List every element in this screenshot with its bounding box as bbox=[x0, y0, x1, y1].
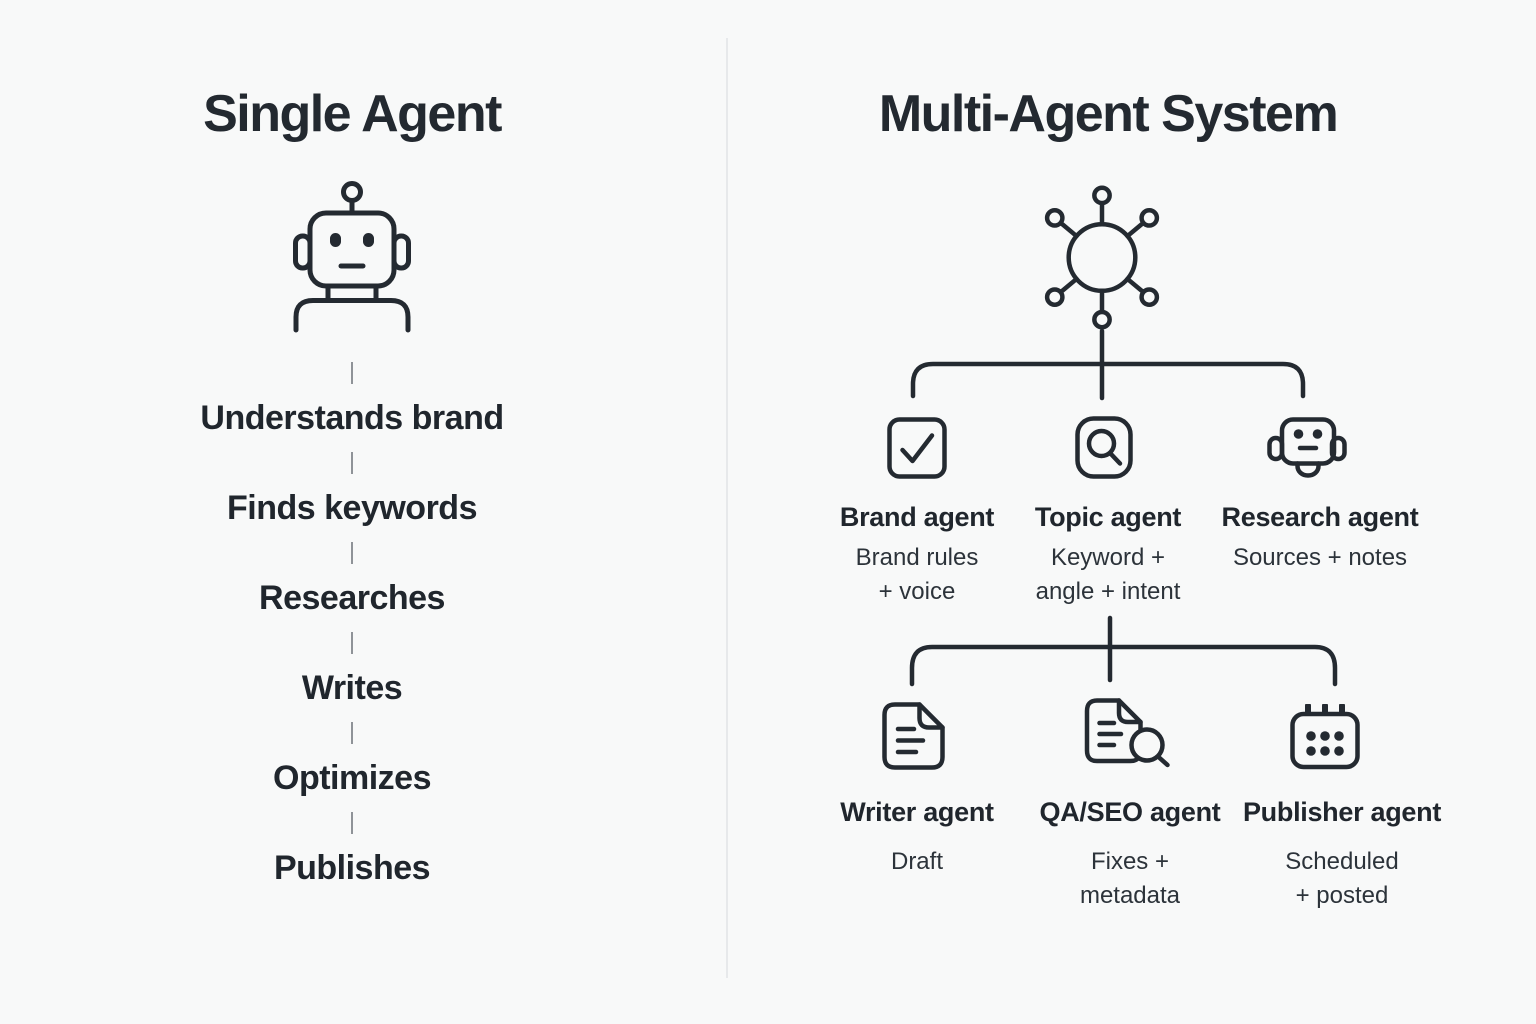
row2-bracket-connector bbox=[909, 644, 1338, 687]
brand-agent-card: Brand agent Brand rules + voice bbox=[787, 417, 1047, 609]
agent-name: Brand agent bbox=[839, 502, 995, 532]
task-separator-dash bbox=[350, 632, 354, 654]
agent-name: QA/SEO agent bbox=[1039, 797, 1221, 827]
agent-name: Writer agent bbox=[840, 797, 994, 827]
task-separator-dash bbox=[350, 452, 354, 474]
task-item: Writes bbox=[301, 668, 403, 707]
task-item: Publishes bbox=[273, 848, 431, 887]
task-separator-dash bbox=[350, 542, 354, 564]
task-item: Researches bbox=[259, 578, 445, 617]
agent-detail: Keyword + angle + intent bbox=[1035, 544, 1181, 605]
document-icon bbox=[882, 702, 945, 770]
agent-name: Publisher agent bbox=[1242, 797, 1442, 827]
task-item: Understands brand bbox=[200, 398, 504, 437]
agent-detail: Fixes + metadata bbox=[1079, 848, 1181, 909]
checkmark-box-icon bbox=[887, 417, 947, 479]
document-search-icon bbox=[1084, 698, 1170, 768]
topic-agent-card: Topic agent Keyword + angle + intent bbox=[978, 416, 1238, 609]
task-item: Optimizes bbox=[273, 758, 431, 797]
writer-agent-card: Writer agent Draft bbox=[787, 700, 1047, 879]
task-separator-dash bbox=[350, 812, 354, 834]
agent-name: Research agent bbox=[1221, 502, 1419, 532]
research-agent-card: Research agent Sources + notes bbox=[1190, 417, 1450, 575]
agent-name: Topic agent bbox=[1034, 502, 1182, 532]
agent-detail: Sources + notes bbox=[1232, 544, 1408, 571]
network-hub-icon bbox=[1044, 185, 1160, 330]
single-agent-title: Single Agent bbox=[203, 85, 502, 143]
single-agent-task-list: Understands brand Finds keywords Researc… bbox=[152, 350, 552, 890]
calendar-icon bbox=[1290, 704, 1360, 770]
task-separator-dash bbox=[350, 722, 354, 744]
publisher-agent-card: Publisher agent Scheduled + posted bbox=[1212, 700, 1472, 913]
agent-detail: Brand rules + voice bbox=[855, 544, 979, 605]
magnifier-box-icon bbox=[1075, 416, 1133, 479]
multi-agent-title: Multi-Agent System bbox=[878, 85, 1339, 143]
agent-detail: Draft bbox=[890, 848, 943, 875]
qa-seo-agent-card: QA/SEO agent Fixes + metadata bbox=[1000, 698, 1260, 913]
task-separator-dash bbox=[350, 362, 354, 384]
task-item: Finds keywords bbox=[227, 488, 477, 527]
row1-bracket-connector bbox=[910, 361, 1306, 399]
robot-face-icon bbox=[1267, 417, 1347, 478]
agent-detail: Scheduled + posted bbox=[1285, 848, 1399, 909]
robot-icon bbox=[293, 181, 411, 333]
column-divider bbox=[726, 38, 728, 978]
